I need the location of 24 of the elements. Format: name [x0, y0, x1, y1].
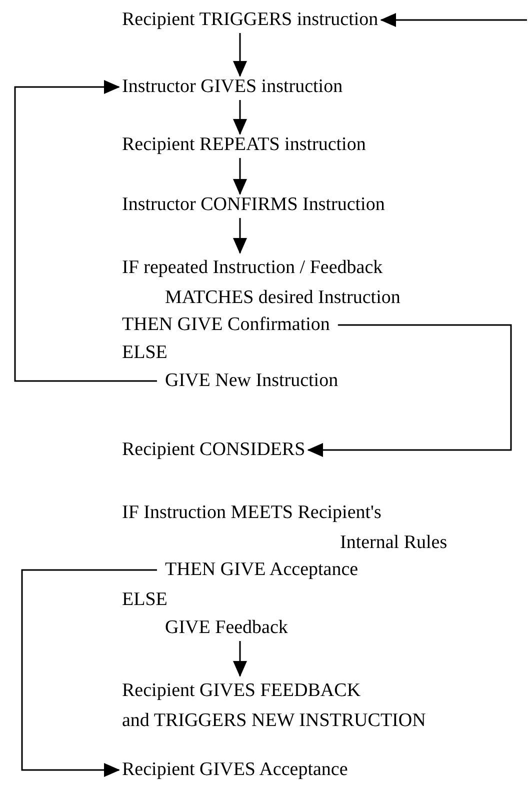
step-text: THEN GIVE Acceptance	[165, 559, 358, 581]
step-text: Recipient CONSIDERS	[122, 439, 306, 461]
arrow	[233, 218, 247, 254]
branch-text: ELSE	[122, 589, 168, 611]
step-text: IF repeated Instruction / Feedback MATCHES desired Instruction	[122, 253, 400, 313]
branch-text: IF Instruction MEETS Recipient's Internal Rules	[122, 501, 448, 555]
step-text: Instructor CONFIRMS Instruction	[122, 194, 385, 216]
step-text: Instructor GIVES instruction	[122, 76, 343, 98]
step-text: Recipient REPEATS instruction	[122, 134, 366, 156]
arrow	[233, 158, 247, 195]
arrow	[14, 80, 157, 382]
arrow	[380, 13, 527, 27]
step-text: GIVE Feedback	[165, 617, 288, 639]
arrow	[21, 569, 157, 777]
step-text: THEN GIVE Confirmation	[122, 314, 330, 336]
branch-text: ELSE	[122, 342, 168, 364]
step-text: Recipient TRIGGERS instruction	[122, 9, 378, 31]
arrow	[233, 641, 247, 677]
arrow	[233, 100, 247, 135]
step-text: GIVE New Instruction	[165, 370, 338, 392]
arrow	[233, 33, 247, 77]
arrow	[307, 324, 512, 457]
step-text: Recipient GIVES Acceptance	[122, 759, 348, 781]
step-text: Recipient GIVES FEEDBACK and TRIGGERS NEW INSTRUCTION	[122, 676, 426, 736]
